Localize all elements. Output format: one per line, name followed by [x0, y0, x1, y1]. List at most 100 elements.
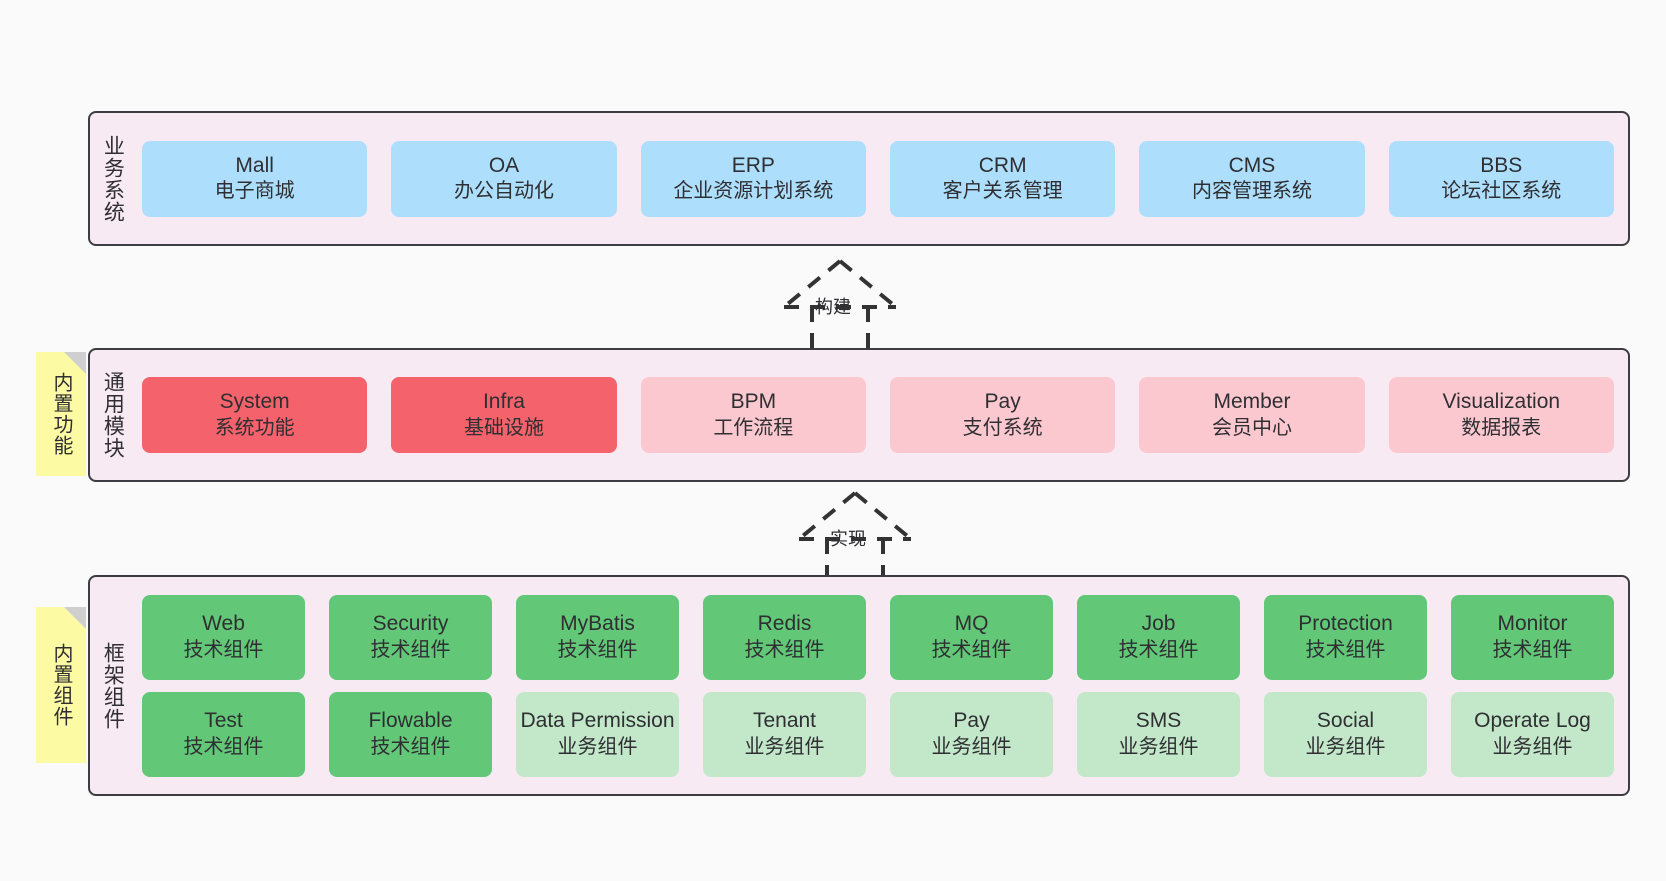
cell-desc: 支付系统: [962, 416, 1043, 439]
component-cell-pay[interactable]: Pay 业务组件: [890, 691, 1053, 777]
layer-framework-body: Web 技术组件 Security 技术组件 MyBatis 技术组件 Redi…: [134, 577, 1628, 794]
module-cell-system[interactable]: System 系统功能: [142, 377, 368, 453]
layer-framework-components: 框架组件 Web 技术组件 Security 技术组件 MyBatis 技术组件…: [88, 575, 1630, 796]
cell-name: Operate Log: [1474, 709, 1591, 733]
cell-desc: 办公自动化: [453, 180, 554, 203]
business-cell-mall[interactable]: Mall 电子商城: [142, 140, 368, 217]
cell-desc: 业务组件: [557, 735, 638, 758]
cell-desc: 技术组件: [370, 735, 451, 758]
cell-desc: 技术组件: [1305, 638, 1386, 661]
layer-business-title: 业务系统: [101, 134, 125, 223]
sticky-label: 内置功能: [50, 372, 72, 456]
connector-implements-label: 实现: [830, 529, 866, 549]
component-cell-job[interactable]: Job 技术组件: [1077, 594, 1240, 680]
component-cell-test[interactable]: Test 技术组件: [142, 691, 305, 777]
component-cell-monitor[interactable]: Monitor 技术组件: [1451, 594, 1614, 680]
sticky-note-builtin-components: 内置组件: [36, 607, 86, 763]
business-cell-erp[interactable]: ERP 企业资源计划系统: [640, 140, 866, 217]
cell-desc: 工作流程: [713, 416, 794, 439]
cell-name: Member: [1213, 390, 1291, 414]
layer-common-body: System 系统功能 Infra 基础设施 BPM 工作流程 Pay 支付系统…: [134, 350, 1628, 480]
cell-name: BBS: [1480, 153, 1523, 177]
cell-name: Tenant: [752, 709, 817, 733]
cell-name: Pay: [953, 709, 990, 733]
framework-row-business: Test 技术组件 Flowable 技术组件 Data Permission …: [142, 691, 1614, 777]
cell-name: SMS: [1135, 709, 1182, 733]
cell-name: Protection: [1298, 612, 1393, 636]
cell-desc: 业务组件: [931, 735, 1012, 758]
module-cell-visualization[interactable]: Visualization 数据报表: [1388, 377, 1614, 453]
layer-common-modules: 通用模块 System 系统功能 Infra 基础设施 BPM 工作流程 Pay…: [88, 348, 1630, 482]
cell-desc: 技术组件: [1492, 638, 1573, 661]
cell-name: CMS: [1228, 153, 1276, 177]
component-cell-protection[interactable]: Protection 技术组件: [1264, 594, 1427, 680]
cell-desc: 技术组件: [183, 735, 264, 758]
cell-desc: 电子商城: [214, 180, 295, 203]
sticky-label: 内置组件: [50, 643, 72, 727]
business-row: Mall 电子商城 OA 办公自动化 ERP 企业资源计划系统 CRM 客户关系…: [142, 140, 1614, 217]
cell-desc: 技术组件: [370, 638, 451, 661]
component-cell-operate-log[interactable]: Operate Log 业务组件: [1451, 691, 1614, 777]
module-cell-member[interactable]: Member 会员中心: [1139, 377, 1365, 453]
cell-name: Test: [204, 709, 243, 733]
component-cell-web[interactable]: Web 技术组件: [142, 594, 305, 680]
cell-desc: 业务组件: [1305, 735, 1386, 758]
layer-business-systems: 业务系统 Mall 电子商城 OA 办公自动化 ERP 企业资源计划系统 CRM…: [88, 111, 1630, 246]
cell-desc: 技术组件: [931, 638, 1012, 661]
cell-desc: 论坛社区系统: [1441, 180, 1562, 203]
connector-build: 构建: [750, 255, 930, 355]
connector-implements: 实现: [765, 487, 945, 587]
component-cell-security[interactable]: Security 技术组件: [329, 594, 492, 680]
component-cell-data-permission[interactable]: Data Permission 业务组件: [516, 691, 679, 777]
cell-name: Social: [1316, 709, 1375, 733]
sticky-note-builtin-features: 内置功能: [36, 352, 86, 476]
common-row: System 系统功能 Infra 基础设施 BPM 工作流程 Pay 支付系统…: [142, 377, 1614, 453]
cell-desc: 业务组件: [744, 735, 825, 758]
layer-common-title: 通用模块: [101, 371, 125, 459]
cell-desc: 内容管理系统: [1191, 180, 1312, 203]
component-cell-sms[interactable]: SMS 业务组件: [1077, 691, 1240, 777]
component-cell-social[interactable]: Social 业务组件: [1264, 691, 1427, 777]
cell-name: Data Permission: [520, 709, 675, 733]
cell-desc: 技术组件: [557, 638, 638, 661]
module-cell-pay[interactable]: Pay 支付系统: [889, 377, 1116, 453]
cell-desc: 企业资源计划系统: [673, 180, 834, 203]
business-cell-cms[interactable]: CMS 内容管理系统: [1139, 140, 1365, 217]
component-cell-mq[interactable]: MQ 技术组件: [890, 594, 1053, 680]
business-cell-crm[interactable]: CRM 客户关系管理: [889, 140, 1116, 217]
cell-desc: 基础设施: [463, 416, 544, 439]
cell-desc: 数据报表: [1461, 416, 1542, 439]
business-cell-bbs[interactable]: BBS 论坛社区系统: [1388, 140, 1614, 217]
module-cell-bpm[interactable]: BPM 工作流程: [640, 377, 866, 453]
cell-desc: 技术组件: [183, 638, 264, 661]
cell-name: CRM: [978, 153, 1027, 177]
component-cell-redis[interactable]: Redis 技术组件: [703, 594, 866, 680]
cell-name: Pay: [984, 390, 1021, 414]
component-cell-tenant[interactable]: Tenant 业务组件: [703, 691, 866, 777]
framework-row-tech: Web 技术组件 Security 技术组件 MyBatis 技术组件 Redi…: [142, 594, 1614, 680]
business-cell-oa[interactable]: OA 办公自动化: [391, 140, 617, 217]
cell-desc: 会员中心: [1211, 416, 1292, 439]
cell-name: BPM: [730, 390, 777, 414]
component-cell-flowable[interactable]: Flowable 技术组件: [329, 691, 492, 777]
module-cell-infra[interactable]: Infra 基础设施: [391, 377, 617, 453]
cell-name: OA: [488, 153, 520, 177]
connector-build-label: 构建: [815, 297, 851, 317]
component-cell-mybatis[interactable]: MyBatis 技术组件: [516, 594, 679, 680]
cell-name: Security: [372, 612, 449, 636]
layer-business-body: Mall 电子商城 OA 办公自动化 ERP 企业资源计划系统 CRM 客户关系…: [134, 113, 1628, 244]
cell-name: System: [219, 390, 290, 414]
cell-name: MQ: [954, 612, 989, 636]
cell-name: Web: [202, 612, 245, 636]
cell-desc: 业务组件: [1492, 735, 1573, 758]
cell-name: ERP: [731, 153, 775, 177]
cell-name: Job: [1141, 612, 1176, 636]
cell-desc: 系统功能: [214, 416, 295, 439]
cell-name: Mall: [235, 153, 274, 177]
cell-name: Flowable: [368, 709, 453, 733]
cell-desc: 客户关系管理: [942, 180, 1063, 203]
cell-name: Infra: [482, 390, 525, 414]
cell-name: Visualization: [1442, 390, 1561, 414]
cell-desc: 技术组件: [1118, 638, 1199, 661]
